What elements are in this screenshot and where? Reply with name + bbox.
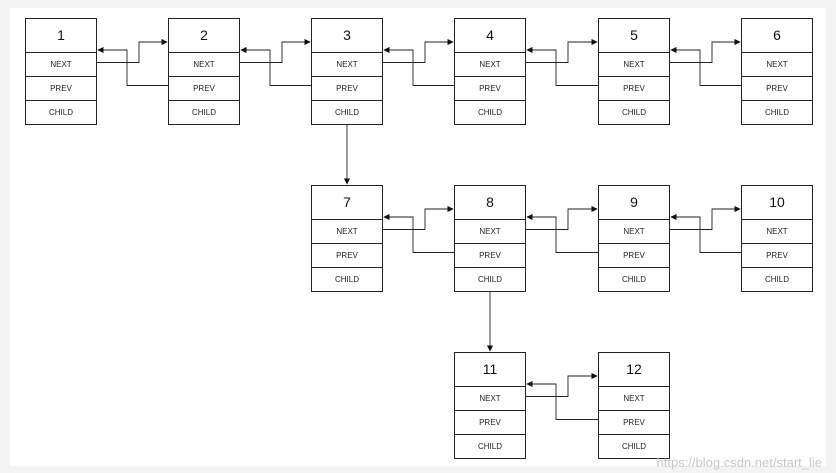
prev-field: PREV: [455, 77, 525, 101]
prev-link-9-8: [526, 213, 598, 253]
prev-field: PREV: [742, 77, 812, 101]
node-label: 12: [599, 353, 669, 387]
prev-field: PREV: [312, 244, 382, 268]
next-field: NEXT: [312, 53, 382, 77]
node-label: 7: [312, 186, 382, 220]
prev-field: PREV: [312, 77, 382, 101]
child-field: CHILD: [621, 108, 646, 117]
node-label: 11: [455, 353, 525, 387]
next-link-8-9: [526, 205, 598, 230]
prev-field: PREV: [455, 244, 525, 268]
next-link-5-6: [670, 38, 741, 63]
next-field: NEXT: [26, 53, 96, 77]
next-link-2-3: [240, 38, 311, 63]
next-link-7-8: [383, 205, 454, 230]
prev-link-8-7: [383, 213, 454, 253]
node-label: 6: [742, 19, 812, 53]
prev-field: PREV: [742, 244, 812, 268]
prev-link-6-5: [670, 46, 741, 86]
prev-link-10-9: [670, 213, 741, 253]
child-field: CHILD: [334, 108, 359, 117]
node-label: 5: [599, 19, 669, 53]
prev-link-5-4: [526, 46, 598, 86]
next-link-4-5: [526, 38, 598, 63]
node-label: 3: [312, 19, 382, 53]
node-label: 1: [26, 19, 96, 53]
prev-link-12-11: [526, 380, 598, 420]
prev-field: PREV: [455, 411, 525, 435]
node-label: 10: [742, 186, 812, 220]
next-field: NEXT: [312, 220, 382, 244]
prev-field: PREV: [599, 411, 669, 435]
prev-link-3-2: [240, 46, 311, 86]
child-field: CHILD: [477, 275, 502, 284]
next-field: NEXT: [169, 53, 239, 77]
child-field: CHILD: [477, 108, 502, 117]
node-label: 2: [169, 19, 239, 53]
next-field: NEXT: [599, 220, 669, 244]
child-field: CHILD: [48, 108, 73, 117]
watermark-text: https://blog.csdn.net/start_lie: [656, 455, 822, 470]
prev-field: PREV: [599, 77, 669, 101]
next-field: NEXT: [455, 53, 525, 77]
next-link-9-10: [670, 205, 741, 230]
next-link-3-4: [383, 38, 454, 63]
child-field: CHILD: [764, 275, 789, 284]
prev-link-4-3: [383, 46, 454, 86]
child-field: CHILD: [191, 108, 216, 117]
next-field: NEXT: [455, 387, 525, 411]
next-link-11-12: [526, 372, 598, 397]
next-field: NEXT: [599, 53, 669, 77]
next-field: NEXT: [742, 53, 812, 77]
node-label: 9: [599, 186, 669, 220]
node-label: 4: [455, 19, 525, 53]
next-field: NEXT: [742, 220, 812, 244]
link-layer: [97, 38, 741, 420]
child-field: CHILD: [764, 108, 789, 117]
next-field: NEXT: [599, 387, 669, 411]
child-field: CHILD: [334, 275, 359, 284]
prev-field: PREV: [599, 244, 669, 268]
next-link-1-2: [97, 38, 168, 63]
child-field: CHILD: [621, 442, 646, 451]
child-field: CHILD: [477, 442, 502, 451]
child-field: CHILD: [621, 275, 646, 284]
prev-field: PREV: [26, 77, 96, 101]
prev-link-2-1: [97, 46, 168, 86]
next-field: NEXT: [455, 220, 525, 244]
prev-field: PREV: [169, 77, 239, 101]
node-label: 8: [455, 186, 525, 220]
